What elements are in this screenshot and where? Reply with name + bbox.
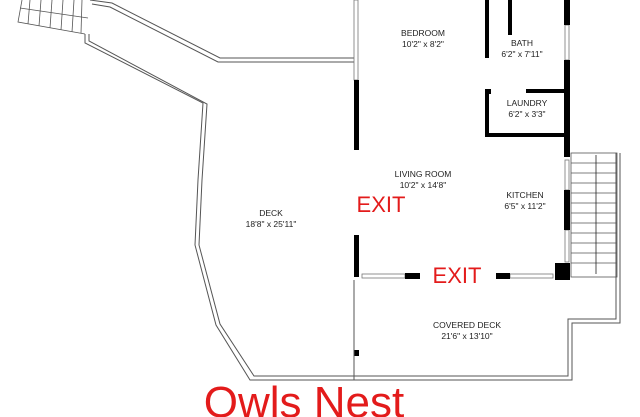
room-name: DECK: [259, 208, 283, 218]
room-name: LIVING ROOM: [394, 169, 452, 179]
room-size: 21'6" x 13'10": [441, 330, 493, 341]
deck-outline: [84, 0, 621, 381]
stairs-right: [570, 152, 618, 278]
room-name: KITCHEN: [506, 190, 544, 200]
room-size: 10'2" x 14'8": [399, 179, 447, 190]
room-name: BATH: [510, 38, 534, 48]
room-size: 18'8" x 25'11": [245, 218, 297, 229]
room-size: 6'5" x 11'2": [504, 200, 546, 211]
exit-label-covered-deck: EXIT: [432, 263, 482, 288]
plan-title: Owls Nest: [203, 378, 405, 417]
room-size: 6'2" x 7'11": [501, 48, 543, 59]
walls: [354, 0, 570, 356]
room-name: COVERED DECK: [432, 320, 502, 330]
room-name: LAUNDRY: [506, 98, 548, 108]
exit-label-living-room: EXIT: [356, 192, 406, 217]
room-name: BEDROOM: [401, 28, 445, 38]
stairs-top-left: [17, 0, 89, 35]
room-size: 6'2" x 3'3": [508, 108, 546, 119]
room-size: 10'2" x 8'2": [402, 38, 444, 49]
